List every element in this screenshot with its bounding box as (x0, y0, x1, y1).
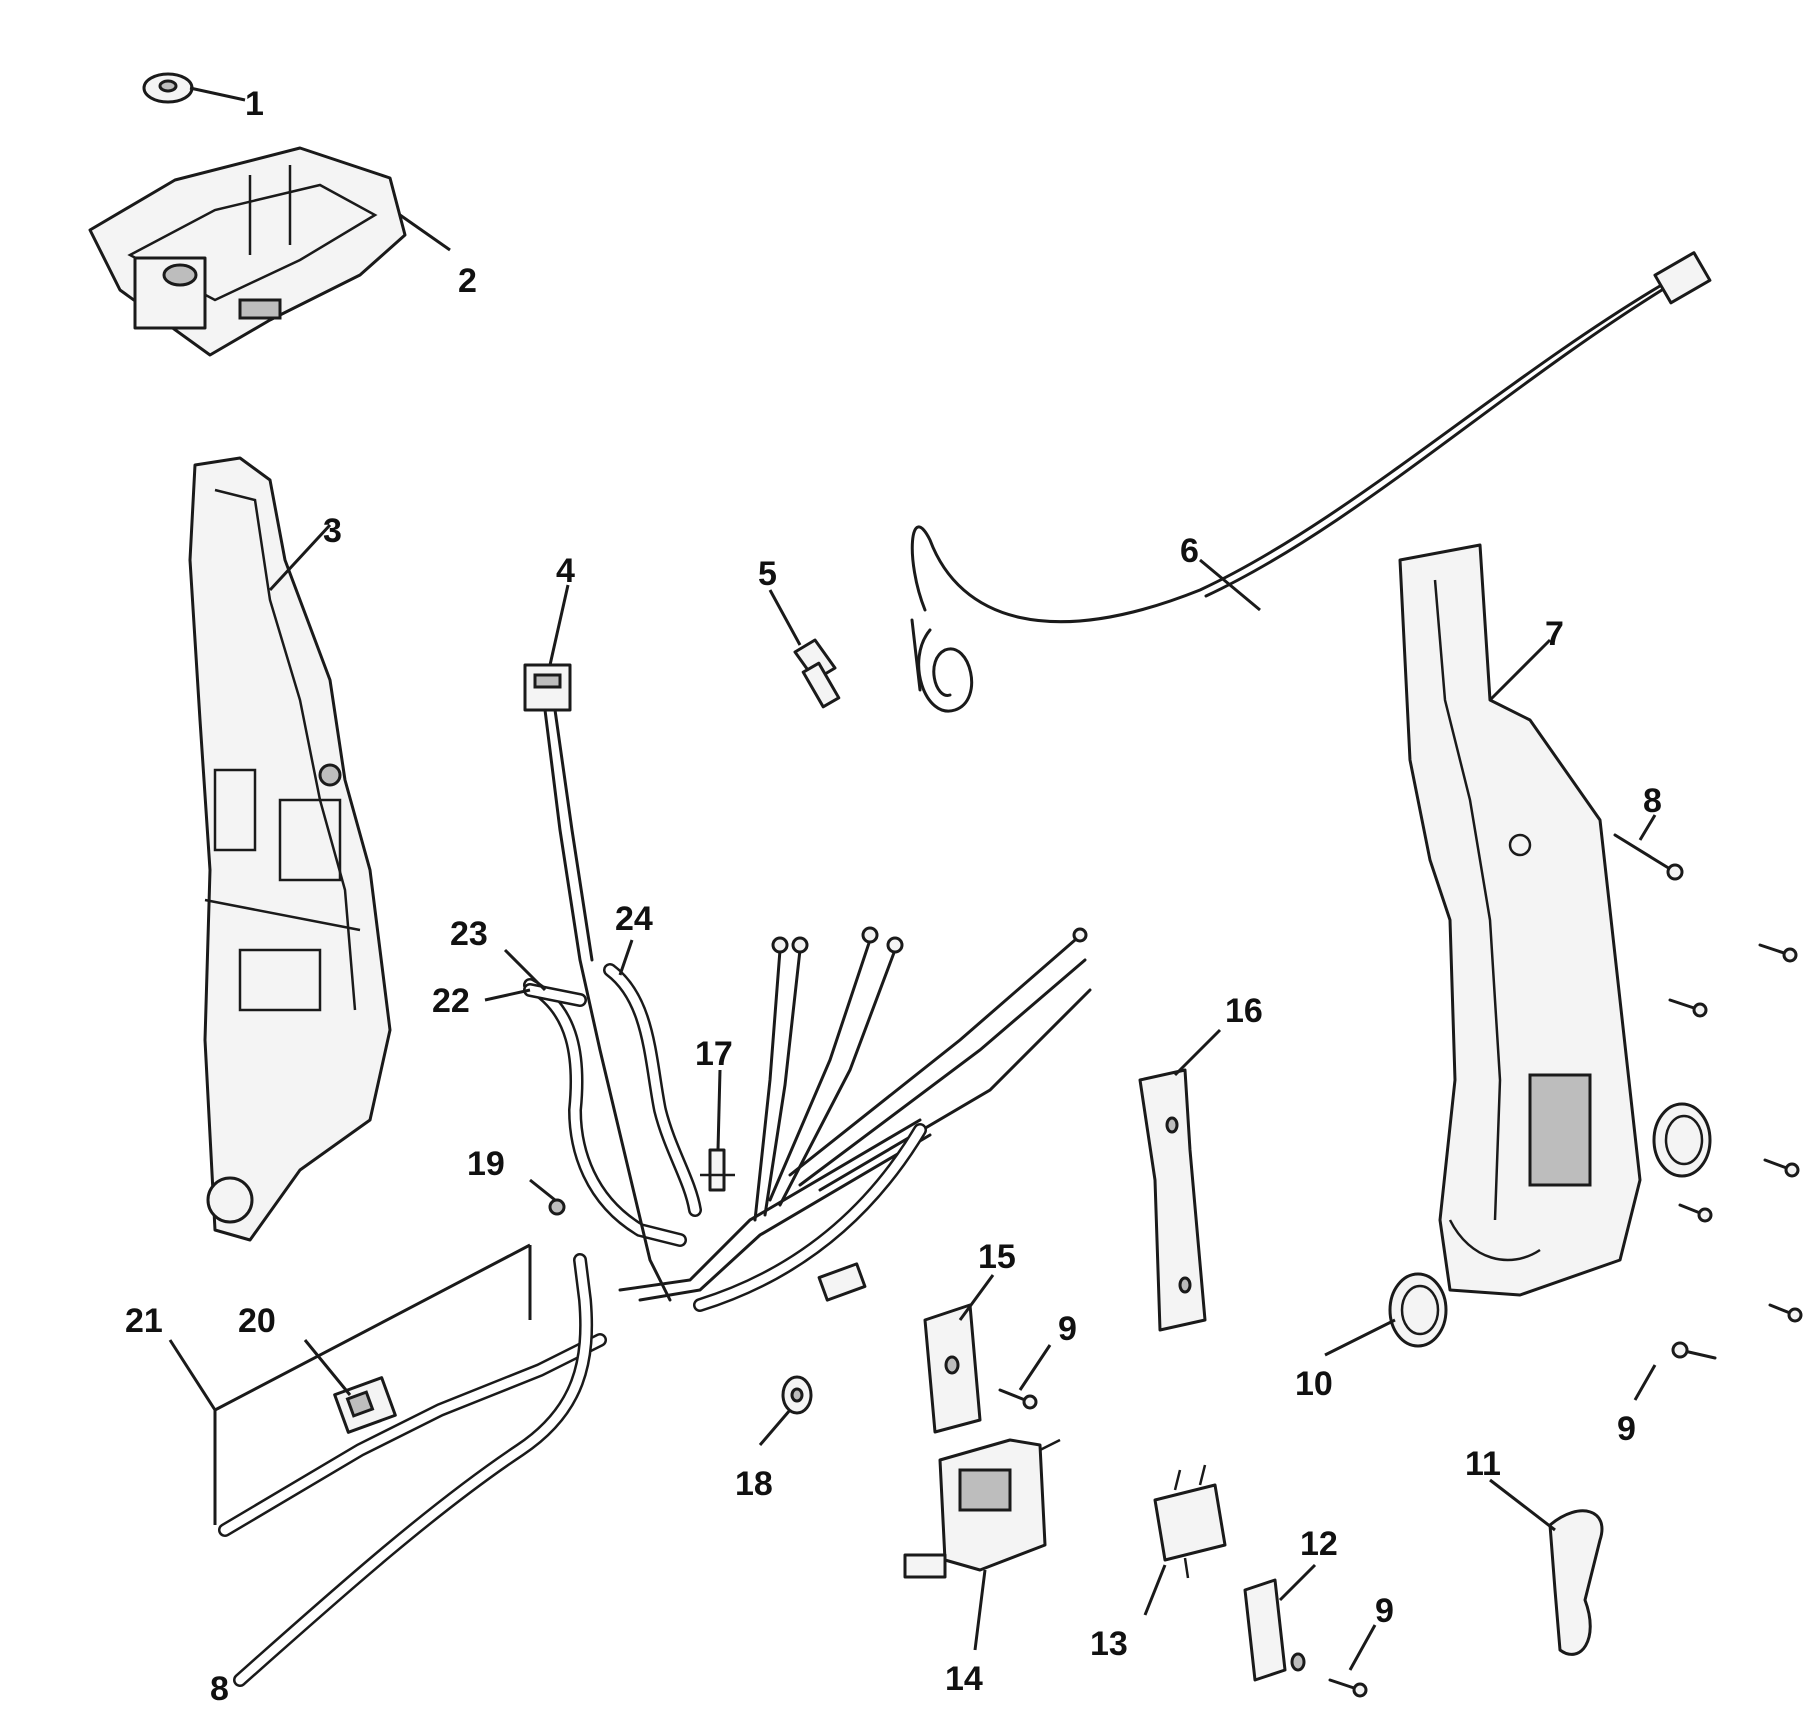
callout-5: 5 (758, 555, 777, 593)
callout-17: 17 (695, 1035, 733, 1073)
part-9-screw-right (1671, 1341, 1717, 1360)
part-18-washer (781, 1375, 813, 1415)
callout-22: 22 (432, 982, 470, 1020)
part-19-nut (548, 1198, 566, 1216)
part-14-pump-unit (903, 1438, 1061, 1579)
part-9-screw-middle (998, 1388, 1038, 1410)
ring-right (1652, 1102, 1712, 1178)
part-17-fitting (700, 1148, 735, 1192)
loose-screws (1668, 943, 1803, 1323)
part-1-cap (142, 72, 194, 104)
callout-8-upper: 8 (1643, 782, 1662, 820)
wiring-harness (523, 708, 1092, 1312)
callout-4: 4 (556, 552, 575, 590)
part-9-screw-bottom (1328, 1678, 1368, 1698)
part-16-long-plate (1138, 1068, 1207, 1332)
part-15-label-plate (923, 1303, 982, 1434)
callout-24: 24 (615, 900, 653, 938)
part-7-right-panel (1398, 543, 1642, 1297)
part-11-bracket (1548, 1509, 1604, 1656)
callout-9-bottom: 9 (1375, 1592, 1394, 1630)
callout-7: 7 (1545, 615, 1564, 653)
part-8-screw-upper (1613, 833, 1684, 881)
callout-23: 23 (450, 915, 488, 953)
callout-9-middle: 9 (1058, 1310, 1077, 1348)
part-3-left-frame (188, 456, 392, 1242)
callout-12: 12 (1300, 1525, 1338, 1563)
callout-8-lower: 8 (210, 1670, 229, 1708)
callout-6: 6 (1180, 532, 1199, 570)
leader-lines (168, 86, 1657, 1671)
callout-10: 10 (1295, 1365, 1333, 1403)
callout-11: 11 (1465, 1445, 1501, 1483)
part-13-switch (1153, 1464, 1227, 1579)
callout-2: 2 (458, 262, 477, 300)
callout-16: 16 (1225, 992, 1263, 1030)
part-22-short-hose (523, 983, 587, 1007)
callout-20: 20 (238, 1302, 276, 1340)
callout-21: 21 (125, 1302, 163, 1340)
part-21-hose-assembly (213, 1243, 607, 1687)
callout-1: 1 (245, 85, 264, 123)
callout-15: 15 (978, 1238, 1016, 1276)
callout-19: 19 (467, 1145, 505, 1183)
part-10-ring (1388, 1272, 1448, 1348)
part-4-connector (523, 663, 572, 712)
part-6-power-cord (910, 251, 1712, 713)
part-20-valve (333, 1376, 397, 1434)
callout-18: 18 (735, 1465, 773, 1503)
part-12-plate (1243, 1578, 1306, 1682)
callout-9-right: 9 (1617, 1410, 1636, 1448)
part-2-top-housing (88, 146, 407, 357)
part-5-shaft (793, 638, 841, 709)
callout-14: 14 (945, 1660, 983, 1698)
callout-3: 3 (323, 512, 342, 550)
callout-labels: 1 2 3 4 5 6 7 8 8 9 9 9 10 11 12 13 14 1… (125, 85, 1662, 1708)
callout-13: 13 (1090, 1625, 1128, 1663)
